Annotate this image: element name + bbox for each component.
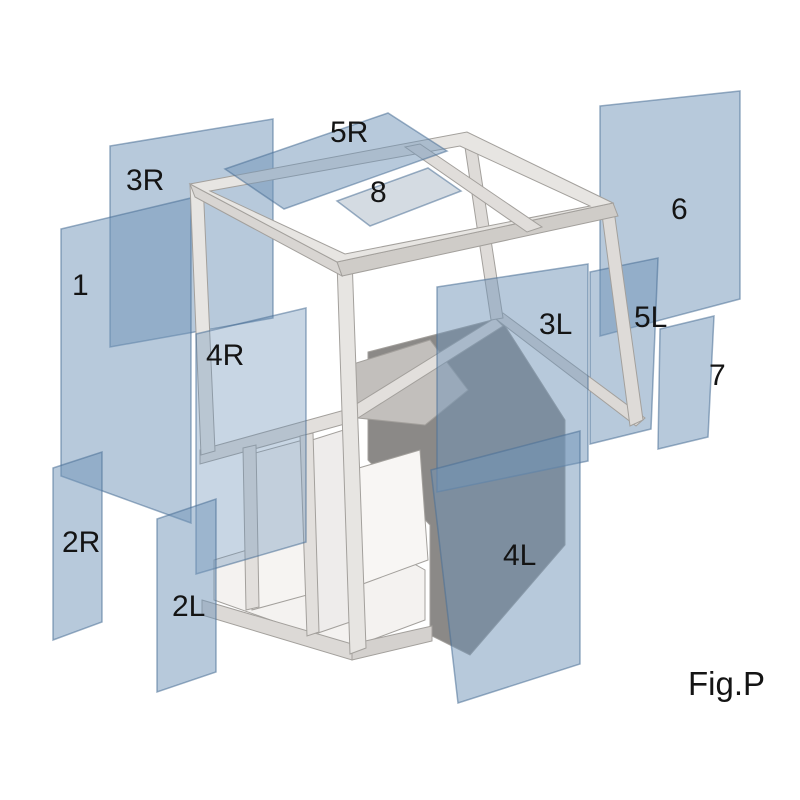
label-panel-2R: 2R: [62, 526, 100, 559]
glass-panel-7: [657, 315, 715, 450]
cab-pillar-small-1: [242, 444, 260, 611]
glass-panel-4R: [195, 307, 307, 575]
label-panel-5L: 5L: [634, 301, 667, 334]
glass-panel-2L: [156, 497, 217, 694]
glass-panel-2R: [52, 450, 103, 642]
label-panel-4R: 4R: [206, 339, 244, 372]
glass-panel-4L: [430, 430, 581, 704]
cab-rail-bottom-right: [351, 625, 433, 661]
glass-panel-5R: [223, 112, 449, 210]
figure-caption: Fig.P: [688, 665, 765, 702]
label-panel-7: 7: [709, 359, 726, 392]
label-panel-2L: 2L: [172, 590, 205, 623]
label-panel-3L: 3L: [539, 308, 572, 341]
glass-panels-front: [156, 112, 589, 704]
labels: 1 2R 2L 3R 3L 4R 4L 5R 5L 6 7 8 Fig.P: [62, 116, 765, 702]
glass-panel-8: [335, 167, 463, 227]
label-panel-4L: 4L: [503, 539, 536, 572]
label-panel-6: 6: [671, 193, 688, 226]
label-panel-5R: 5R: [330, 116, 368, 149]
cab-pillar-small-2: [299, 432, 320, 637]
label-panel-1: 1: [72, 269, 89, 302]
label-panel-3R: 3R: [126, 164, 164, 197]
glass-panel-3L: [436, 263, 589, 493]
label-panel-8: 8: [370, 176, 387, 209]
